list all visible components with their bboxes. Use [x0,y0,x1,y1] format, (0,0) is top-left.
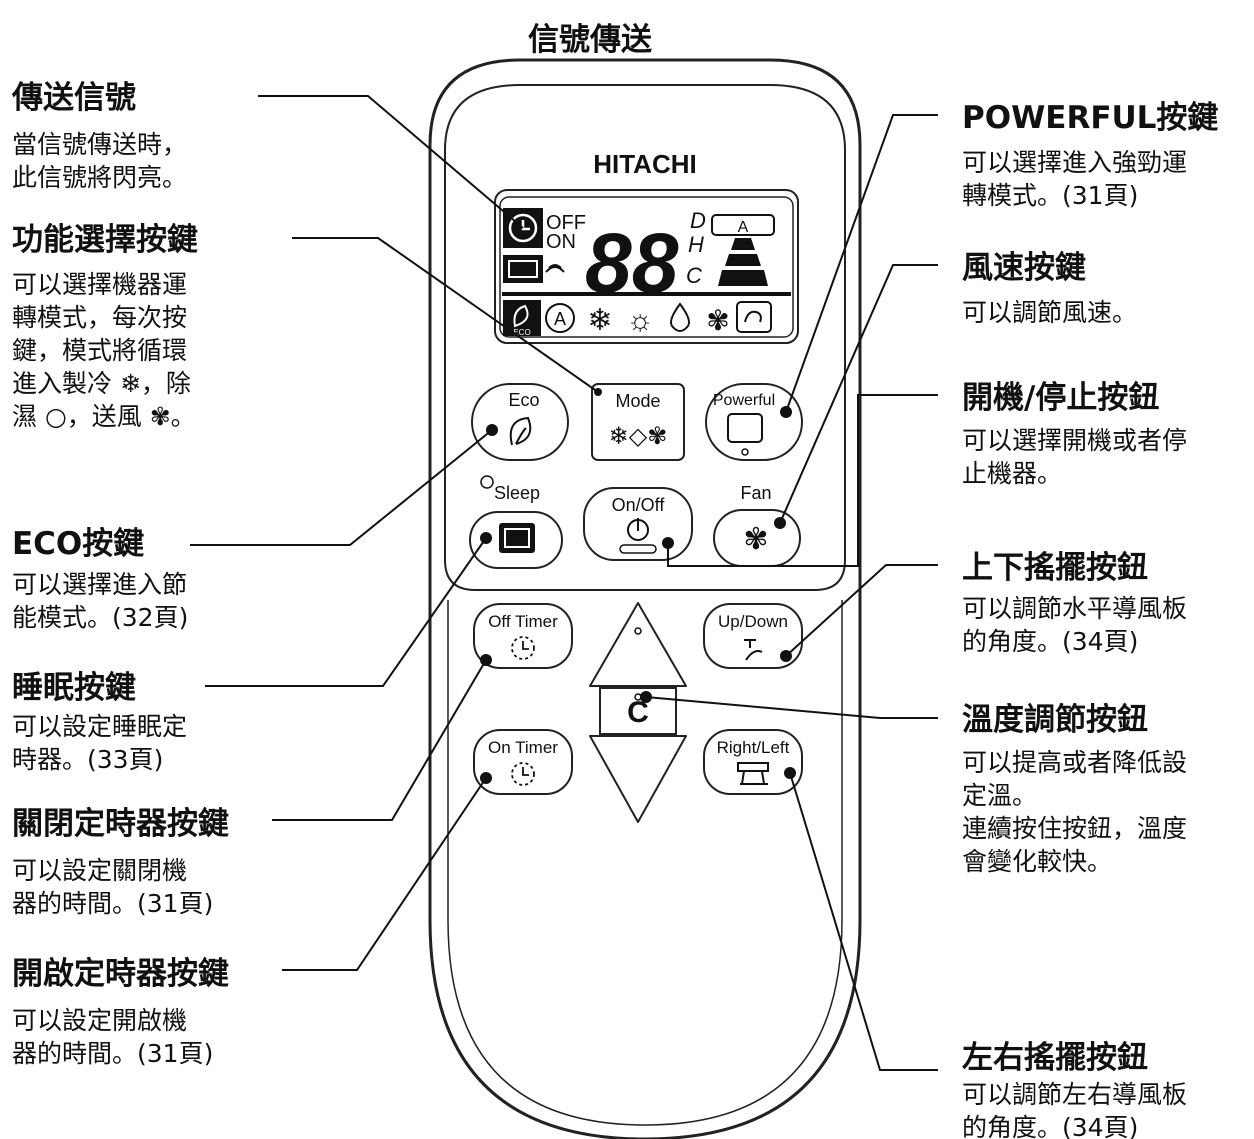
callout-sleep-button-title: 睡眠按鍵 [12,670,136,706]
lcd-fan-speed-bars-icon: A [711,214,775,286]
lcd-auto-indicator: A [738,219,749,236]
sleep-button[interactable] [469,511,563,569]
bed-icon [499,523,535,553]
callout-up-down-title: 上下搖擺按鈕 [962,550,1148,586]
callout-on-off-desc: 可以選擇開機或者停止機器。 [962,426,1188,488]
svg-text:Eco: Eco [508,390,539,410]
callout-powerful-title: POWERFUL按鍵 [962,100,1219,136]
leader-dots-left [480,388,602,784]
lcd-dry-indicator: D [690,208,706,233]
svg-text:Off Timer: Off Timer [488,612,558,631]
lcd-on-text: ON [546,231,576,253]
callout-on-timer-desc: 可以設定開啟機器的時間。(31頁) [12,1006,214,1068]
callout-transmit-signal-title: 傳送信號 [12,80,136,116]
lcd-cool-mode-icon: ❄ [587,304,612,337]
lcd-celsius-indicator: C [686,263,702,288]
lcd-dry-mode-icon [670,302,690,332]
svg-text:A: A [554,309,566,329]
lcd-fan-mode-icon: ✾ [706,305,729,336]
callout-powerful-desc: 可以選擇進入強勁運轉模式。(31頁) [962,148,1188,210]
lcd-timer-icon [503,208,543,248]
celsius-label: C [627,696,649,729]
off-timer-icon [511,636,535,660]
mode-button[interactable]: Mode ❄◇✾ [591,383,685,461]
lcd-eco-icon: ECO [503,300,541,337]
callout-right-left-desc: 可以調節左右導風板 的角度。(34頁) [962,1080,1188,1139]
svg-text:Powerful: Powerful [713,392,775,409]
lcd-powerful-icon [736,301,772,333]
svg-text:Up/Down: Up/Down [718,612,788,631]
lcd-heat-mode-icon: ☼ [626,304,654,337]
svg-text:On Timer: On Timer [488,738,558,757]
fan-icon: ✾ [743,523,768,556]
eco-button[interactable]: Eco [471,383,569,461]
leader-lines-right [645,114,938,1071]
lcd-eco-small-text: ECO [513,328,530,337]
fan-label: Fan [740,483,771,503]
callout-fan-speed-title: 風速按鍵 [962,250,1086,286]
callout-temperature-desc: 可以提高或者降低設定溫。 連續按住按鈕，溫度會變化較快。 [962,748,1188,876]
on-off-button[interactable]: On/Off [583,487,693,561]
right-left-swing-button[interactable]: Right/Left [703,729,803,795]
callout-sleep-button-desc: 可以設定睡眠定時器。(33頁) [12,712,188,774]
callout-transmit-signal-desc: 當信號傳送時，此信號將閃亮。 [12,130,188,192]
callout-temperature-title: 溫度調節按鈕 [962,702,1148,738]
fan-button[interactable]: ✾ [713,509,801,567]
on-timer-icon [511,762,535,786]
callout-up-down-desc: 可以調節水平導風板的角度。(34頁) [962,594,1188,656]
lcd-off-text: OFF [546,212,586,234]
callout-mode-button-desc: 可以選擇機器運轉模式，每次按 鍵，模式將循環進入製冷 ❄，除 濕 ○，送風 ✾。 [12,270,196,431]
horizontal-swing-icon [737,762,769,772]
powerful-icon [727,413,763,443]
off-timer-button[interactable]: Off Timer [473,603,573,669]
callout-eco-button-title: ECO按鍵 [12,526,145,562]
signal-transmit-label: 信號傳送 [528,22,652,58]
callout-fan-speed-desc: 可以調節風速。 [962,298,1138,327]
lcd-heat-indicator: H [688,232,704,257]
leaf-icon [509,416,532,446]
callout-on-timer-title: 開啟定時器按鍵 [12,956,229,992]
lcd-signal-icon [545,264,565,273]
temperature-display-panel [599,687,677,735]
up-down-swing-button[interactable]: Up/Down [703,603,803,669]
temperature-down-button[interactable] [589,735,687,823]
callout-on-off-title: 開機/停止按鈕 [962,380,1160,416]
sleep-label: Sleep [494,483,540,503]
vertical-swing-icon [744,639,763,661]
svg-text:On/Off: On/Off [612,495,666,515]
callout-off-timer-title: 關閉定時器按鍵 [12,806,229,842]
callout-eco-button-desc: 可以選擇進入節能模式。(32頁) [12,570,189,632]
leader-lines-left [190,95,599,971]
lcd-auto-mode-icon: A [545,303,575,333]
callout-off-timer-desc: 可以設定關閉機器的時間。(31頁) [12,856,214,918]
callout-right-left-title: 左右搖擺按鈕 [962,1040,1148,1076]
callout-mode-button-title: 功能選擇按鍵 [12,222,198,258]
mode-icons: ❄◇✾ [609,423,668,450]
temperature-up-button[interactable] [589,602,687,687]
powerful-button[interactable]: Powerful [705,383,803,461]
on-timer-button[interactable]: On Timer [473,729,573,795]
brand-logo: HITACHI [593,149,697,179]
lcd-sleep-icon [503,255,543,283]
svg-text:Mode: Mode [615,391,660,411]
svg-text:Right/Left: Right/Left [717,738,790,757]
sleep-indicator-led [480,475,494,489]
leader-dots-right [640,406,796,779]
